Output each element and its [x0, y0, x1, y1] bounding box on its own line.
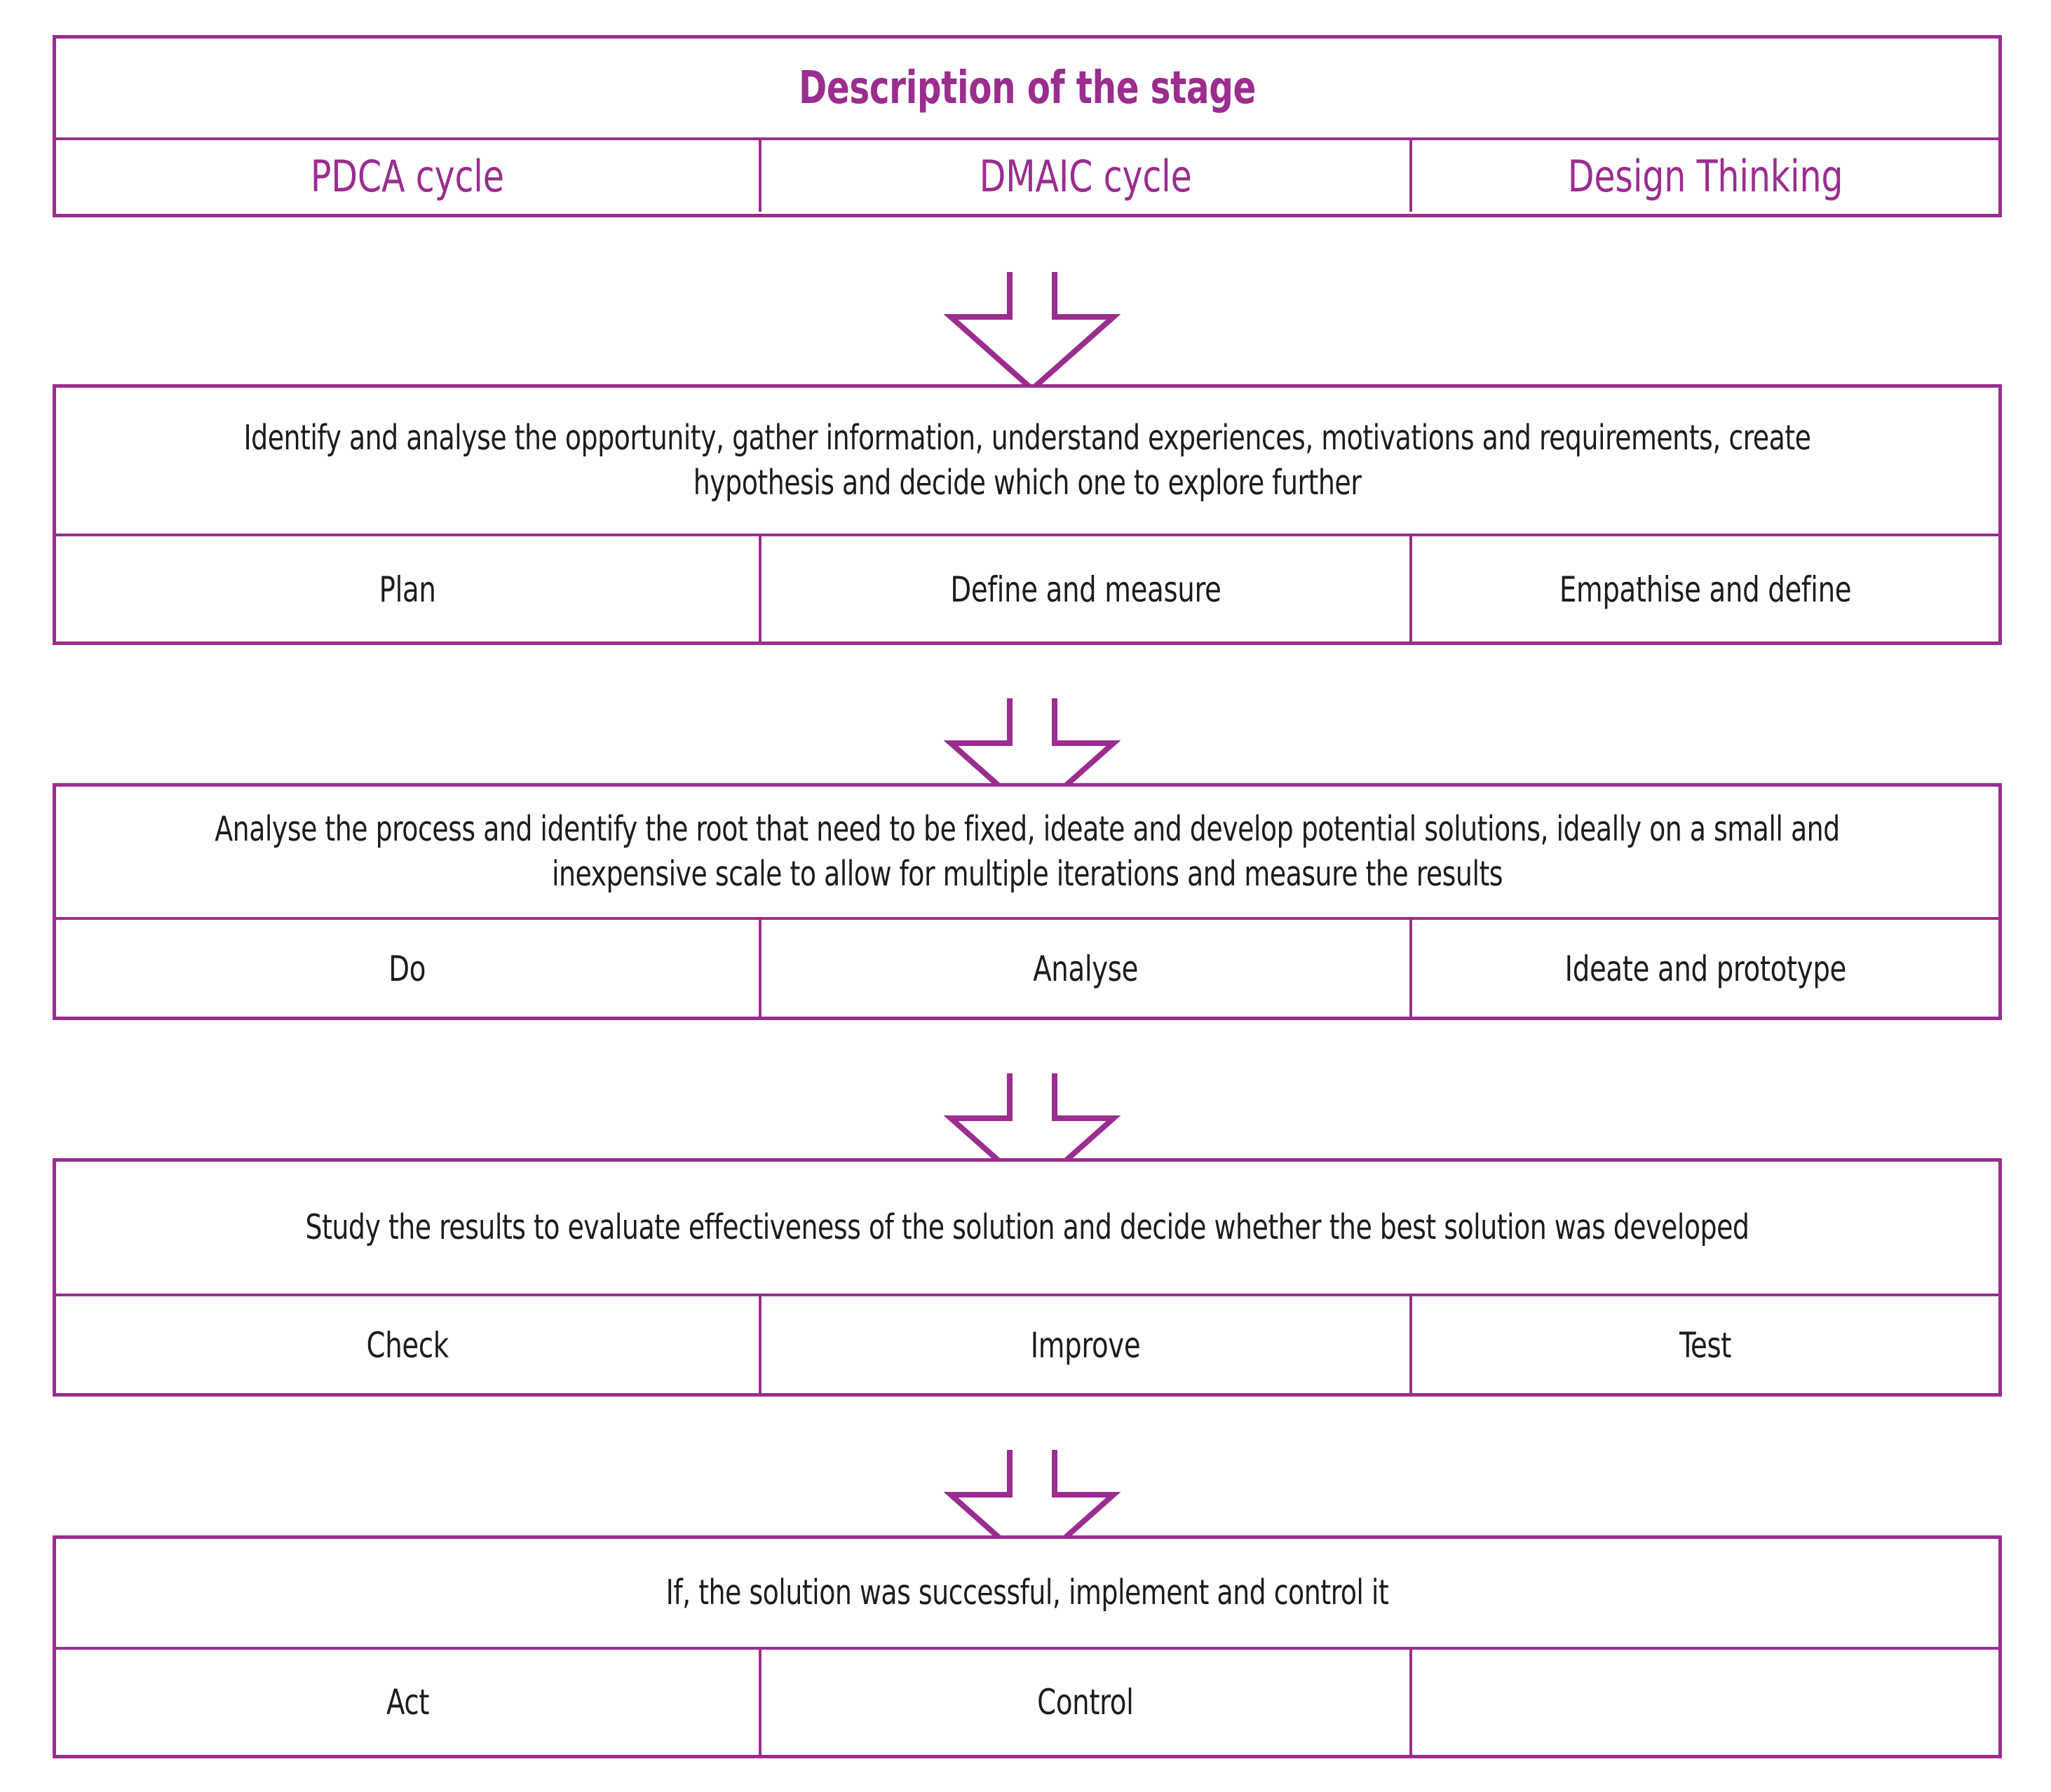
- stage-1-pdca-cell: Plan: [56, 536, 762, 643]
- stage-2-pdca-label: Do: [388, 949, 426, 989]
- column-header-design-thinking-label: Design Thinking: [1567, 150, 1843, 202]
- stage-3-pdca-cell: Check: [56, 1296, 762, 1394]
- stage-1-pdca-label: Plan: [379, 569, 436, 610]
- page-title: Description of the stage: [799, 62, 1256, 114]
- stage-1-dmaic-label: Define and measure: [950, 569, 1221, 610]
- header-block: Description of the stage PDCA cycle DMAI…: [53, 35, 2002, 217]
- stage-4-design-thinking-cell: [1412, 1650, 1998, 1755]
- stage-1-description: Identify and analyse the opportunity, ga…: [243, 418, 1811, 503]
- stage-3-description: Study the results to evaluate effectiven…: [305, 1207, 1749, 1248]
- stage-block-2: Analyse the process and identify the roo…: [53, 783, 2002, 1020]
- stage-block-4: If, the solution was successful, impleme…: [53, 1535, 2002, 1758]
- stage-4-description-row: If, the solution was successful, impleme…: [56, 1539, 1998, 1650]
- stage-block-1: Identify and analyse the opportunity, ga…: [53, 384, 2002, 645]
- stage-4-dmaic-label: Control: [1037, 1682, 1135, 1723]
- stage-3-design-thinking-cell: Test: [1412, 1296, 1998, 1394]
- column-header-pdca: PDCA cycle: [56, 140, 762, 212]
- stage-2-label-row: Do Analyse Ideate and prototype: [56, 920, 1998, 1018]
- stage-4-pdca-cell: Act: [56, 1650, 762, 1755]
- stage-4-pdca-label: Act: [386, 1682, 429, 1723]
- stage-4-label-row: Act Control: [56, 1650, 1998, 1755]
- stage-3-pdca-label: Check: [366, 1325, 449, 1366]
- stage-4-dmaic-cell: Control: [761, 1650, 1413, 1755]
- column-header-row: PDCA cycle DMAIC cycle Design Thinking: [56, 140, 1998, 212]
- stage-3-design-thinking-label: Test: [1679, 1325, 1732, 1366]
- down-arrow-icon: [943, 272, 1121, 393]
- column-header-design-thinking: Design Thinking: [1412, 140, 1998, 212]
- column-header-dmaic: DMAIC cycle: [761, 140, 1413, 212]
- stage-4-description: If, the solution was successful, impleme…: [665, 1573, 1389, 1613]
- stage-1-label-row: Plan Define and measure Empathise and de…: [56, 536, 1998, 643]
- stage-3-dmaic-label: Improve: [1031, 1325, 1141, 1366]
- stage-2-description: Analyse the process and identify the roo…: [215, 809, 1840, 894]
- stage-2-dmaic-label: Analyse: [1033, 949, 1139, 989]
- column-header-pdca-label: PDCA cycle: [311, 150, 505, 202]
- stage-1-design-thinking-label: Empathise and define: [1559, 569, 1852, 610]
- stage-2-description-row: Analyse the process and identify the roo…: [56, 787, 1998, 920]
- stage-1-description-row: Identify and analyse the opportunity, ga…: [56, 388, 1998, 536]
- stage-1-dmaic-cell: Define and measure: [761, 536, 1413, 643]
- stage-1-design-thinking-cell: Empathise and define: [1412, 536, 1998, 643]
- diagram-title-row: Description of the stage: [56, 39, 1998, 140]
- stage-3-dmaic-cell: Improve: [761, 1296, 1413, 1394]
- stage-2-pdca-cell: Do: [56, 920, 762, 1018]
- stage-2-design-thinking-label: Ideate and prototype: [1564, 949, 1846, 989]
- column-header-dmaic-label: DMAIC cycle: [979, 150, 1192, 202]
- stage-2-dmaic-cell: Analyse: [761, 920, 1413, 1018]
- stage-2-design-thinking-cell: Ideate and prototype: [1412, 920, 1998, 1018]
- stage-block-3: Study the results to evaluate effectiven…: [53, 1158, 2002, 1397]
- stage-3-label-row: Check Improve Test: [56, 1296, 1998, 1394]
- stage-3-description-row: Study the results to evaluate effectiven…: [56, 1162, 1998, 1296]
